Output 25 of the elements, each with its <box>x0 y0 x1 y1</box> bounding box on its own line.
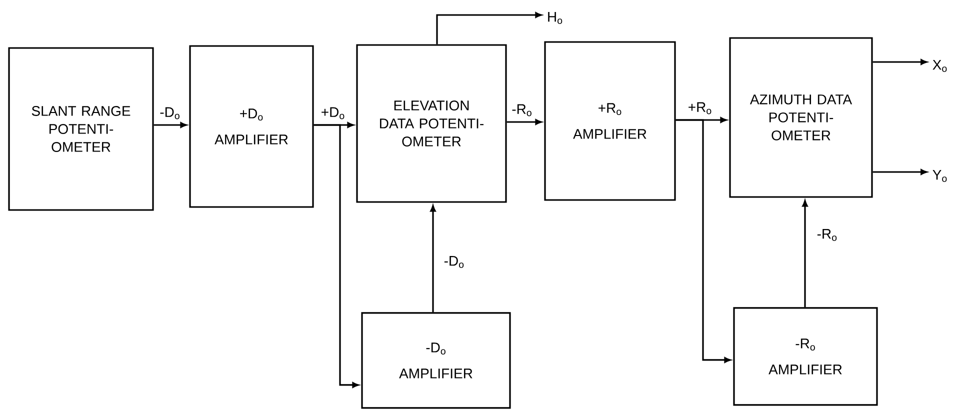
amplifier-box: -R$_{o}$ AMPLIFIER <box>733 307 878 406</box>
edge-label: -R$_{o}$ <box>816 228 839 242</box>
arrow <box>872 59 928 65</box>
arrow <box>676 119 731 363</box>
amplifier-box: +R$_{o}$ AMPLIFIER <box>544 41 676 201</box>
output-label: X$_{o}$ <box>932 60 947 72</box>
amplifier-box: +D$_{o}$ AMPLIFIER <box>189 45 314 208</box>
edge-label: -R$_{o}$ <box>510 103 534 118</box>
potentiometer-box: SLANT RANGE POTENTI- OMETER <box>8 47 154 211</box>
arrow <box>436 12 542 44</box>
edge-label: -D$_{o}$ <box>158 106 182 120</box>
arrow <box>802 200 808 308</box>
arrow <box>430 205 436 312</box>
potentiometer-box: ELEVATION DATA POTENTI- OMETER <box>356 44 507 203</box>
edge-label: +R$_{o}$ <box>686 101 714 116</box>
arrow <box>314 124 359 388</box>
output-label: Y$_{o}$ <box>932 170 947 182</box>
arrow <box>872 169 928 175</box>
edge-label: +D$_{o}$ <box>320 106 346 120</box>
potentiometer-box: AZIMUTH DATA POTENTI- OMETER <box>729 37 873 198</box>
amplifier-box: -D$_{o}$ AMPLIFIER <box>361 312 511 409</box>
arrow <box>154 122 187 128</box>
output-label: H$_{o}$ <box>548 12 562 24</box>
arrow <box>506 119 542 125</box>
edge-label: -D$_{o}$ <box>442 255 466 269</box>
